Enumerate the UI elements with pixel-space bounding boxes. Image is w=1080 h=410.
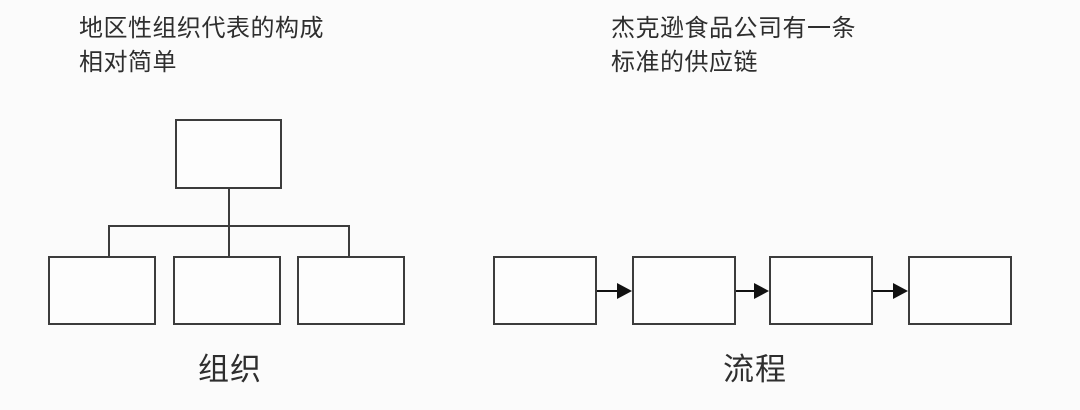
- right-panel-title: 杰克逊食品公司有一条 标准的供应链: [611, 15, 856, 76]
- arrow-shaft: [597, 290, 617, 292]
- arrow-shaft: [873, 290, 893, 292]
- flow-chain-node-4[interactable]: [908, 256, 1012, 325]
- arrow-right-icon: [736, 283, 769, 299]
- arrow-head: [754, 283, 769, 299]
- flow-chain-node-1[interactable]: [493, 256, 597, 325]
- org-chart-child-node-1[interactable]: [48, 256, 156, 325]
- arrow-right-icon: [597, 283, 632, 299]
- org-chart-drop-connector-1: [108, 225, 110, 257]
- right-panel-caption: 流程: [723, 352, 787, 387]
- org-chart-root-node[interactable]: [175, 119, 282, 189]
- flow-chain-node-2[interactable]: [632, 256, 736, 325]
- left-panel-title: 地区性组织代表的构成 相对简单: [79, 15, 324, 76]
- org-chart-child-node-3[interactable]: [297, 256, 405, 325]
- flow-chain-node-3[interactable]: [769, 256, 873, 325]
- arrow-right-icon: [873, 283, 908, 299]
- org-chart-child-node-2[interactable]: [173, 256, 281, 325]
- left-panel-caption: 组织: [198, 352, 262, 387]
- org-chart-drop-connector-3: [348, 225, 350, 257]
- org-chart-root-connector: [228, 189, 230, 227]
- arrow-shaft: [736, 290, 754, 292]
- arrow-head: [893, 283, 908, 299]
- arrow-head: [617, 283, 632, 299]
- org-chart-drop-connector-2: [228, 225, 230, 257]
